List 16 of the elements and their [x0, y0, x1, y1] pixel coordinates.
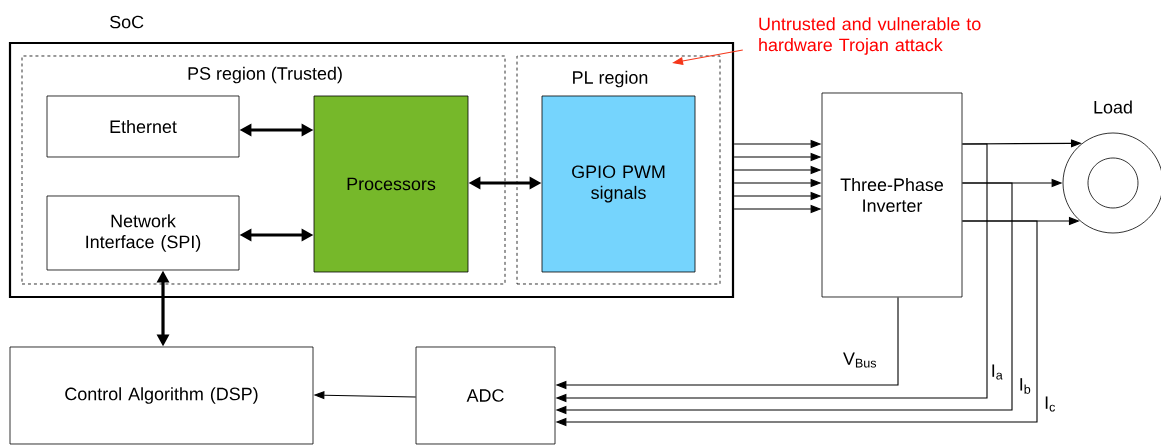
region-heading: SoC [110, 15, 144, 29]
interface-box: Ethernet [46, 95, 240, 158]
controller-box: Control Algorithm (DSP) [9, 346, 314, 445]
processor-box: Processors [313, 95, 469, 273]
edge-label: I$_{a}$ [989, 363, 1005, 381]
interface-box: Network Interface (SPI) [46, 195, 240, 271]
load-label: Load [1094, 100, 1132, 114]
region-heading: PL region [573, 70, 648, 88]
edge-label: V$_{Bus}$ [841, 351, 879, 369]
adc-box: ADC [415, 346, 556, 445]
warning-note: Untrusted and vulnerable to hardware Trojan attack [759, 17, 981, 55]
pwm-box: GPIO PWM signals [541, 95, 696, 273]
edge-label: I$_{c}$ [1043, 395, 1057, 413]
region-heading: PS region (Trusted) [188, 66, 342, 84]
edge-label: I$_{b}$ [1017, 377, 1033, 395]
inverter-box: Three-Phase Inverter [821, 92, 963, 298]
